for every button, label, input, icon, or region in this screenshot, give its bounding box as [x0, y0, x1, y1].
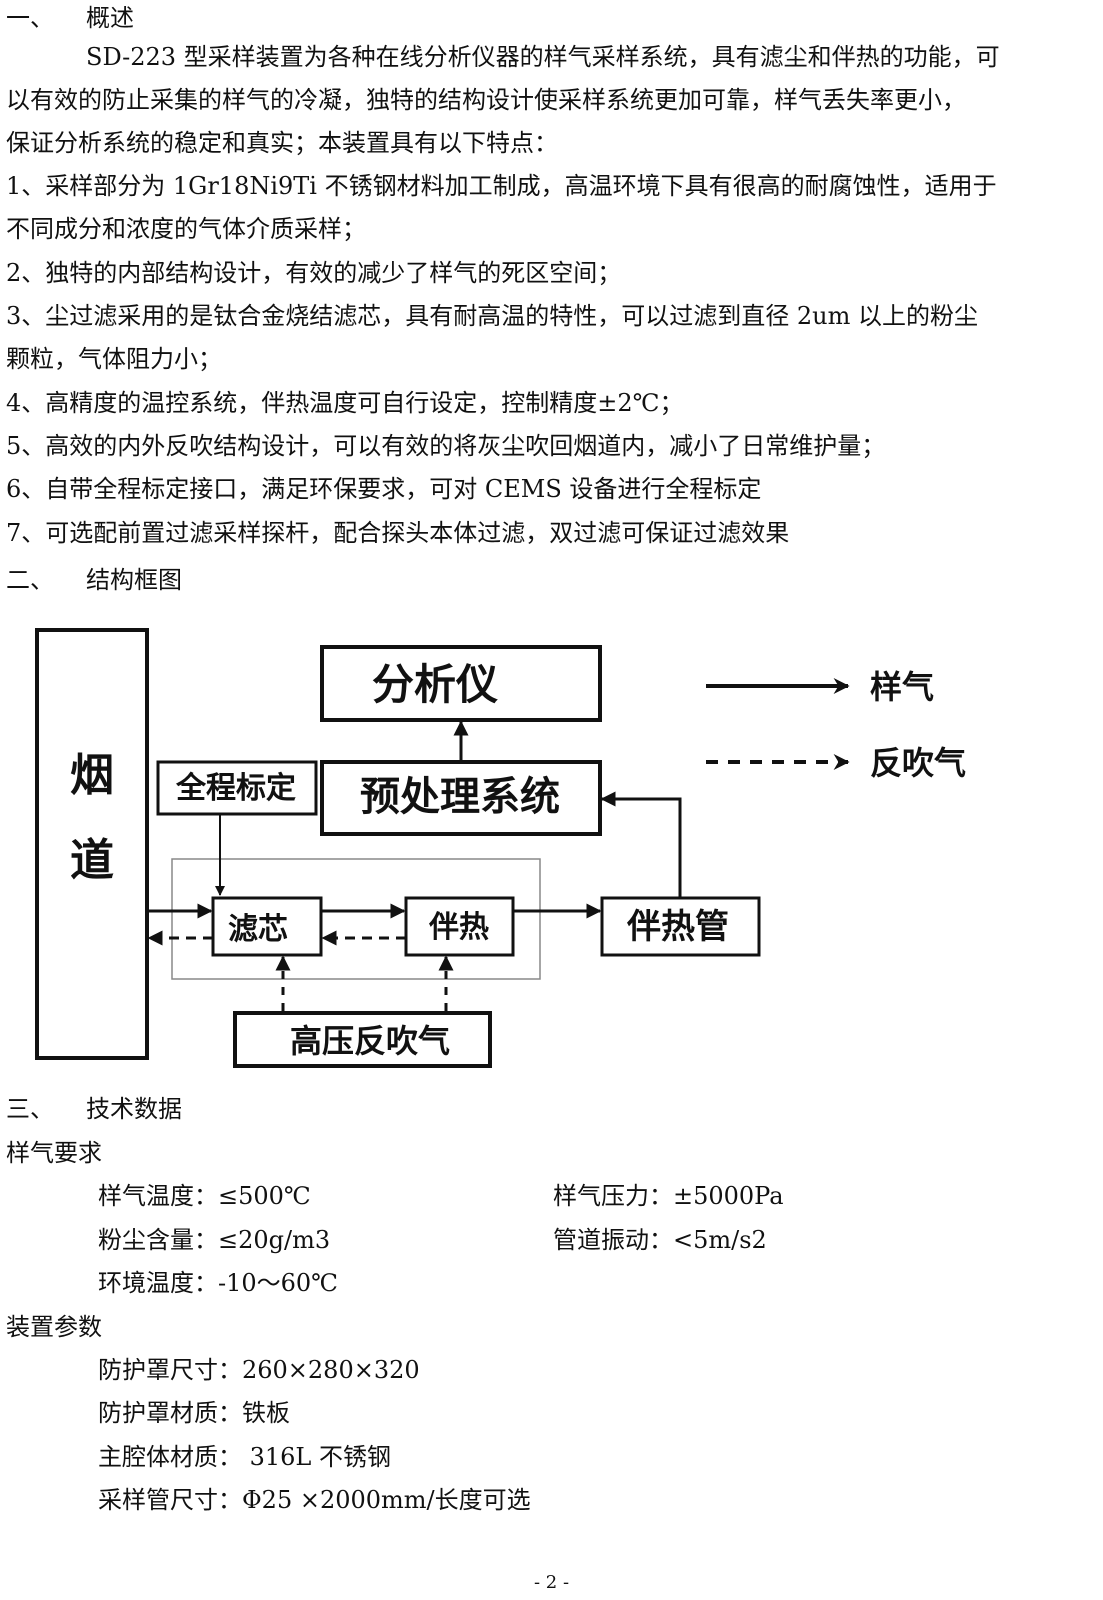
spec-dust-content: 粉尘含量：≤20g/m3	[98, 1226, 331, 1254]
analyzer-box: 分析仪	[320, 645, 602, 722]
filter-box: 滤芯	[211, 896, 323, 957]
spec-body-material: 主腔体材质： 316L 不锈钢	[98, 1443, 392, 1471]
section-title: 结构框图	[86, 566, 182, 594]
blowback-arrows	[147, 930, 454, 1011]
pretreatment-box: 预处理系统	[320, 760, 602, 836]
full-calibration-box: 全程标定	[156, 760, 318, 816]
section-heading-tech: 三、 技术数据	[6, 1094, 182, 1124]
spec-pipe-vibration: 管道振动：<5m/s2	[553, 1226, 767, 1254]
intro-line: 以有效的防止采集的样气的冷凝，独特的结构设计使采样系统更加可靠，样气丢失率更小，	[6, 86, 966, 114]
section-heading-overview: 一、 概述	[6, 3, 134, 33]
intro-line: SD-223 型采样装置为各种在线分析仪器的样气采样系统，具有滤尘和伴热的功能，…	[86, 43, 1000, 71]
filter-label: 滤芯	[228, 912, 288, 947]
feature-item-3-cont: 颗粒，气体阻力小；	[6, 345, 222, 373]
feature-item-6: 6、自带全程标定接口，满足环保要求，可对 CEMS 设备进行全程标定	[6, 475, 762, 503]
feature-item-2: 2、独特的内部结构设计，有效的减少了样气的死区空间；	[6, 259, 622, 287]
feature-item-3: 3、尘过滤采用的是钛合金烧结滤芯，具有耐高温的特性，可以过滤到直径 2um 以上…	[6, 302, 979, 330]
blowback-air-box: 高压反吹气	[233, 1011, 492, 1068]
feature-item-7: 7、可选配前置过滤采样探杆，配合探头本体过滤，双过滤可保证过滤效果	[6, 519, 790, 547]
legend-blowback-label: 反吹气	[870, 744, 966, 782]
heating-label: 伴热	[428, 910, 489, 945]
feature-item-1-cont: 不同成分和浓度的气体介质采样；	[6, 215, 366, 243]
section-number: 二、	[6, 566, 54, 594]
flue-label-1: 烟	[70, 750, 114, 801]
enclosure-outline	[171, 858, 541, 980]
legend: 样气 反吹气	[706, 668, 966, 782]
pretreatment-label: 预处理系统	[360, 774, 560, 820]
intro-line: 保证分析系统的稳定和真实；本装置具有以下特点：	[6, 129, 558, 157]
device-parameters-title: 装置参数	[6, 1313, 102, 1341]
section-title: 技术数据	[86, 1095, 182, 1123]
feature-item-5: 5、高效的内外反吹结构设计，可以有效的将灰尘吹回烟道内，减小了日常维护量；	[6, 432, 886, 460]
structure-diagram: 烟 道 分析仪 预处理系统 全程标定 滤芯 伴热 伴热管 高压反吹气	[35, 628, 966, 1068]
flue-label-2: 道	[70, 835, 114, 886]
legend-sample-label: 样气	[870, 668, 934, 706]
section-number: 一、	[6, 4, 54, 32]
heated-line-box: 伴热管	[600, 896, 761, 957]
sample-gas-arrows	[147, 720, 682, 919]
analyzer-label: 分析仪	[372, 660, 498, 709]
page-number: - 2 -	[533, 1572, 570, 1593]
feature-item-1: 1、采样部分为 1Gr18Ni9Ti 不锈钢材料加工制成，高温环境下具有很高的耐…	[6, 172, 997, 200]
heating-box: 伴热	[404, 896, 515, 957]
heated-line-label: 伴热管	[626, 907, 729, 947]
full-calibration-label: 全程标定	[175, 771, 296, 806]
spec-sample-temp: 样气温度：≤500℃	[98, 1182, 311, 1210]
section-title: 概述	[86, 4, 134, 32]
flue-box: 烟 道	[35, 628, 149, 1060]
blowback-air-label: 高压反吹气	[290, 1022, 450, 1060]
feature-item-4: 4、高精度的温控系统，伴热温度可自行设定，控制精度±2℃；	[6, 389, 684, 417]
sample-requirements-title: 样气要求	[6, 1139, 102, 1167]
spec-sample-pressure: 样气压力：±5000Pa	[553, 1182, 784, 1210]
spec-ambient-temp: 环境温度：-10～60℃	[98, 1269, 339, 1297]
section-number: 三、	[6, 1095, 54, 1123]
spec-tube-size: 采样管尺寸：Φ25 ×2000mm/长度可选	[98, 1486, 531, 1514]
section-heading-structure: 二、 结构框图	[6, 565, 182, 595]
spec-cover-material: 防护罩材质：铁板	[98, 1399, 290, 1427]
spec-cover-size: 防护罩尺寸：260×280×320	[98, 1356, 420, 1384]
